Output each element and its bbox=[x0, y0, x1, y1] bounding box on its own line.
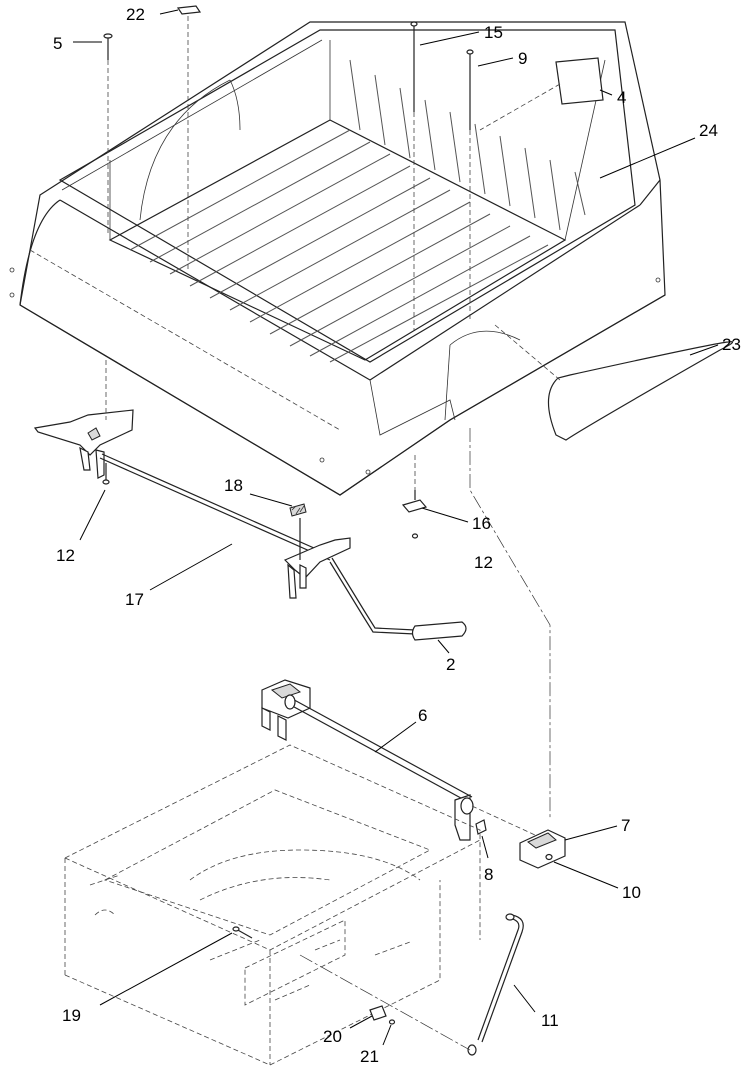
callout-22: 22 bbox=[126, 5, 145, 24]
callout-4: 4 bbox=[617, 88, 626, 107]
part-16-bracket bbox=[401, 455, 428, 539]
callout-23: 23 bbox=[722, 335, 741, 354]
part-5-bolt bbox=[103, 33, 113, 235]
callout-18: 18 bbox=[224, 476, 243, 495]
part-19-pin bbox=[232, 926, 253, 939]
part-20-21-fastener bbox=[369, 1005, 396, 1025]
callout-24: 24 bbox=[699, 121, 718, 140]
callout-19: 19 bbox=[62, 1006, 81, 1025]
callout-15: 15 bbox=[484, 23, 503, 42]
part-11-rod bbox=[299, 913, 524, 1056]
frame-phantom bbox=[64, 744, 481, 1066]
callout-21: 21 bbox=[360, 1047, 379, 1066]
callout-17: 17 bbox=[125, 590, 144, 609]
hinge-shaft-assembly bbox=[261, 679, 566, 869]
callout-12-left: 12 bbox=[56, 546, 75, 565]
callout-2: 2 bbox=[446, 655, 455, 674]
callout-numbers: 22 5 15 9 4 24 23 18 12 16 12 17 2 6 7 8… bbox=[53, 5, 741, 1066]
callout-7: 7 bbox=[621, 816, 630, 835]
latch-rod-assembly bbox=[33, 360, 467, 641]
callout-20: 20 bbox=[323, 1027, 342, 1046]
leader-lines bbox=[73, 9, 719, 1046]
part-22-plate bbox=[176, 5, 202, 270]
callout-8: 8 bbox=[484, 865, 493, 884]
callout-5: 5 bbox=[53, 34, 62, 53]
part-23-decal bbox=[494, 324, 734, 441]
bed-back-wall-ribs bbox=[349, 59, 586, 231]
callout-11: 11 bbox=[541, 1011, 559, 1030]
part-4-label bbox=[479, 57, 604, 131]
part-15-pin bbox=[410, 21, 418, 330]
callout-10: 10 bbox=[622, 883, 641, 902]
callout-16: 16 bbox=[472, 514, 491, 533]
part-9-pin bbox=[466, 49, 474, 320]
cargo-bed bbox=[9, 21, 666, 496]
callout-12-right: 12 bbox=[474, 553, 493, 572]
callout-9: 9 bbox=[518, 49, 527, 68]
bed-floor-ribs bbox=[129, 129, 549, 363]
callout-6: 6 bbox=[418, 706, 427, 725]
